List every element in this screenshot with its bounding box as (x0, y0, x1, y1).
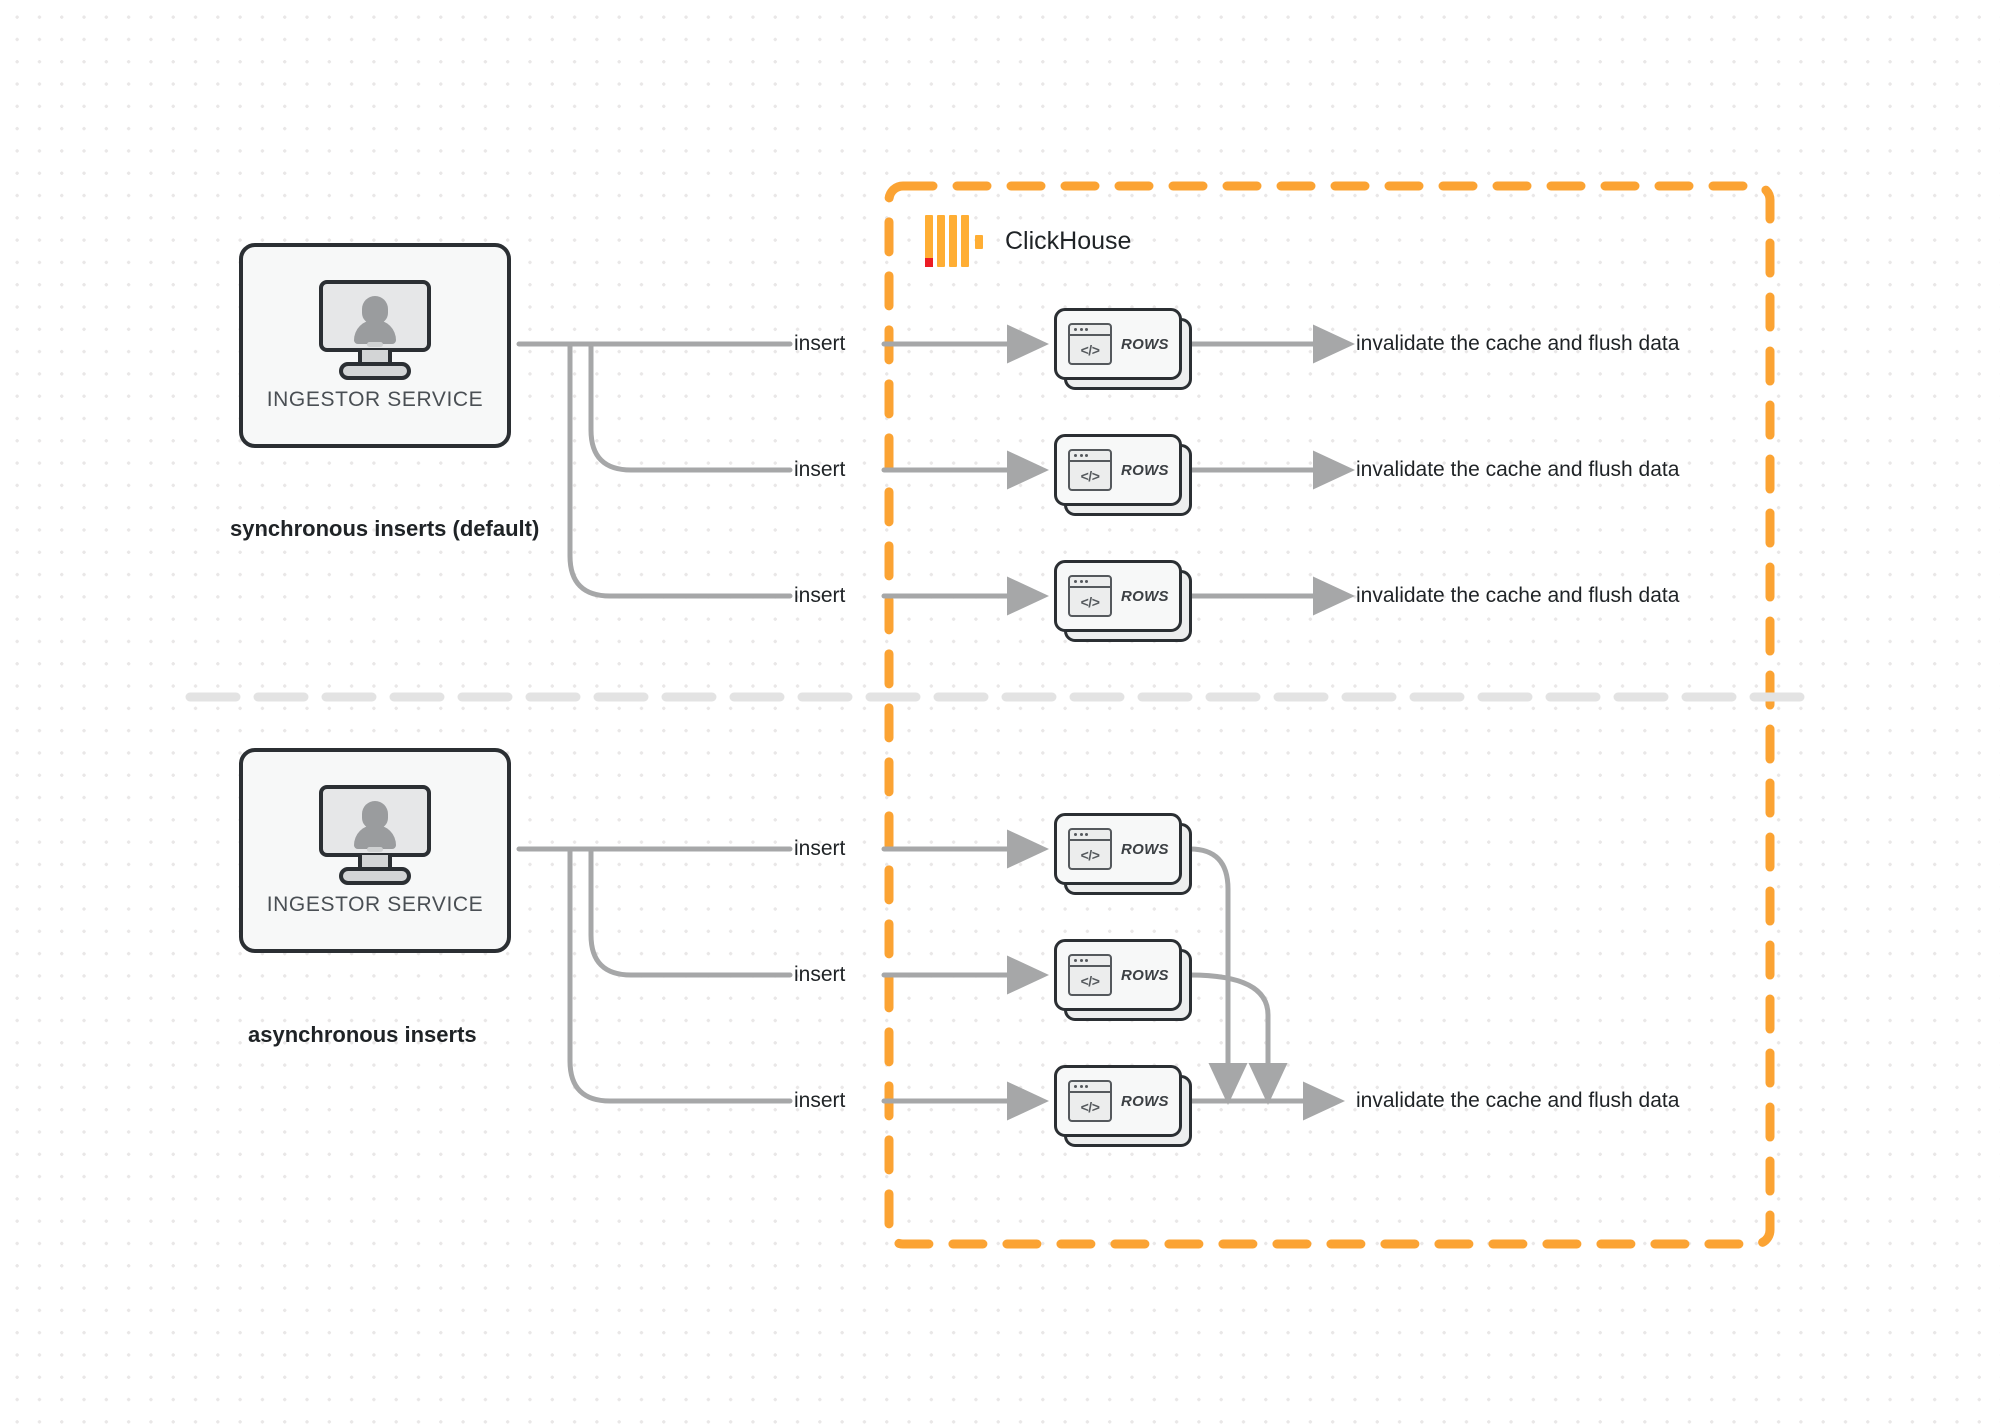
async-section-caption: asynchronous inserts (248, 1022, 477, 1047)
sync-ingestor-service-label: INGESTOR SERVICE (266, 387, 484, 411)
wire-async-merge-1 (1187, 846, 1248, 1105)
code-glyph: </> (1080, 1098, 1100, 1115)
async-ingestor-service-label: INGESTOR SERVICE (266, 892, 484, 916)
clickhouse-bars-logo (925, 215, 983, 267)
sync-rows-node-2[interactable]: </> ROWS (1054, 434, 1192, 516)
sync-result-label-1: invalidate the cache and flush data (1356, 332, 1680, 355)
wire-async-insert-2 (588, 846, 793, 978)
async-rows-label-1: ROWS (1121, 840, 1169, 858)
clickhouse-boundary (884, 181, 1775, 1249)
code-window-icon: </> (1068, 575, 1112, 617)
async-insert-label-2: insert (794, 963, 846, 986)
async-rows-node-2[interactable]: </> ROWS (1054, 939, 1192, 1021)
async-rows-label-3: ROWS (1121, 1092, 1169, 1110)
wire-sync-insert-3 (567, 341, 793, 599)
sync-insert-label-1: insert (794, 332, 846, 355)
sync-insert-label-3: insert (794, 584, 846, 607)
sync-section-caption: synchronous inserts (default) (230, 516, 540, 541)
sync-rows-label-1: ROWS (1121, 335, 1169, 353)
sync-insert-label-2: insert (794, 458, 846, 481)
sync-result-label-2: invalidate the cache and flush data (1356, 458, 1680, 481)
clickhouse-brand: ClickHouse (925, 215, 1131, 267)
sync-rows-label-2: ROWS (1121, 461, 1169, 479)
wire-sync-insert-2 (588, 341, 793, 473)
sync-rows-label-3: ROWS (1121, 587, 1169, 605)
code-window-icon: </> (1068, 323, 1112, 365)
code-glyph: </> (1080, 846, 1100, 863)
async-insert-label-1: insert (794, 837, 846, 860)
async-merged-result-label: invalidate the cache and flush data (1356, 1089, 1680, 1112)
sync-result-label-3: invalidate the cache and flush data (1356, 584, 1680, 607)
code-window-icon: </> (1068, 828, 1112, 870)
code-glyph: </> (1080, 972, 1100, 989)
code-window-icon: </> (1068, 449, 1112, 491)
wire-async-insert-3 (567, 846, 793, 1104)
async-rows-label-2: ROWS (1121, 966, 1169, 984)
sync-rows-node-3[interactable]: </> ROWS (1054, 560, 1192, 642)
wire-async-merge-2 (1187, 972, 1288, 1105)
monitor-user-icon (319, 784, 431, 885)
code-glyph: </> (1080, 467, 1100, 484)
clickhouse-brand-label: ClickHouse (1005, 226, 1132, 255)
async-ingestor-service-node[interactable]: INGESTOR SERVICE (239, 748, 511, 953)
sync-rows-node-1[interactable]: </> ROWS (1054, 308, 1192, 390)
async-rows-node-1[interactable]: </> ROWS (1054, 813, 1192, 895)
code-glyph: </> (1080, 593, 1100, 610)
code-window-icon: </> (1068, 1080, 1112, 1122)
async-rows-node-3[interactable]: </> ROWS (1054, 1065, 1192, 1147)
code-glyph: </> (1080, 341, 1100, 358)
code-window-icon: </> (1068, 954, 1112, 996)
sync-ingestor-service-node[interactable]: INGESTOR SERVICE (239, 243, 511, 448)
monitor-user-icon (319, 279, 431, 380)
async-insert-label-3: insert (794, 1089, 846, 1112)
